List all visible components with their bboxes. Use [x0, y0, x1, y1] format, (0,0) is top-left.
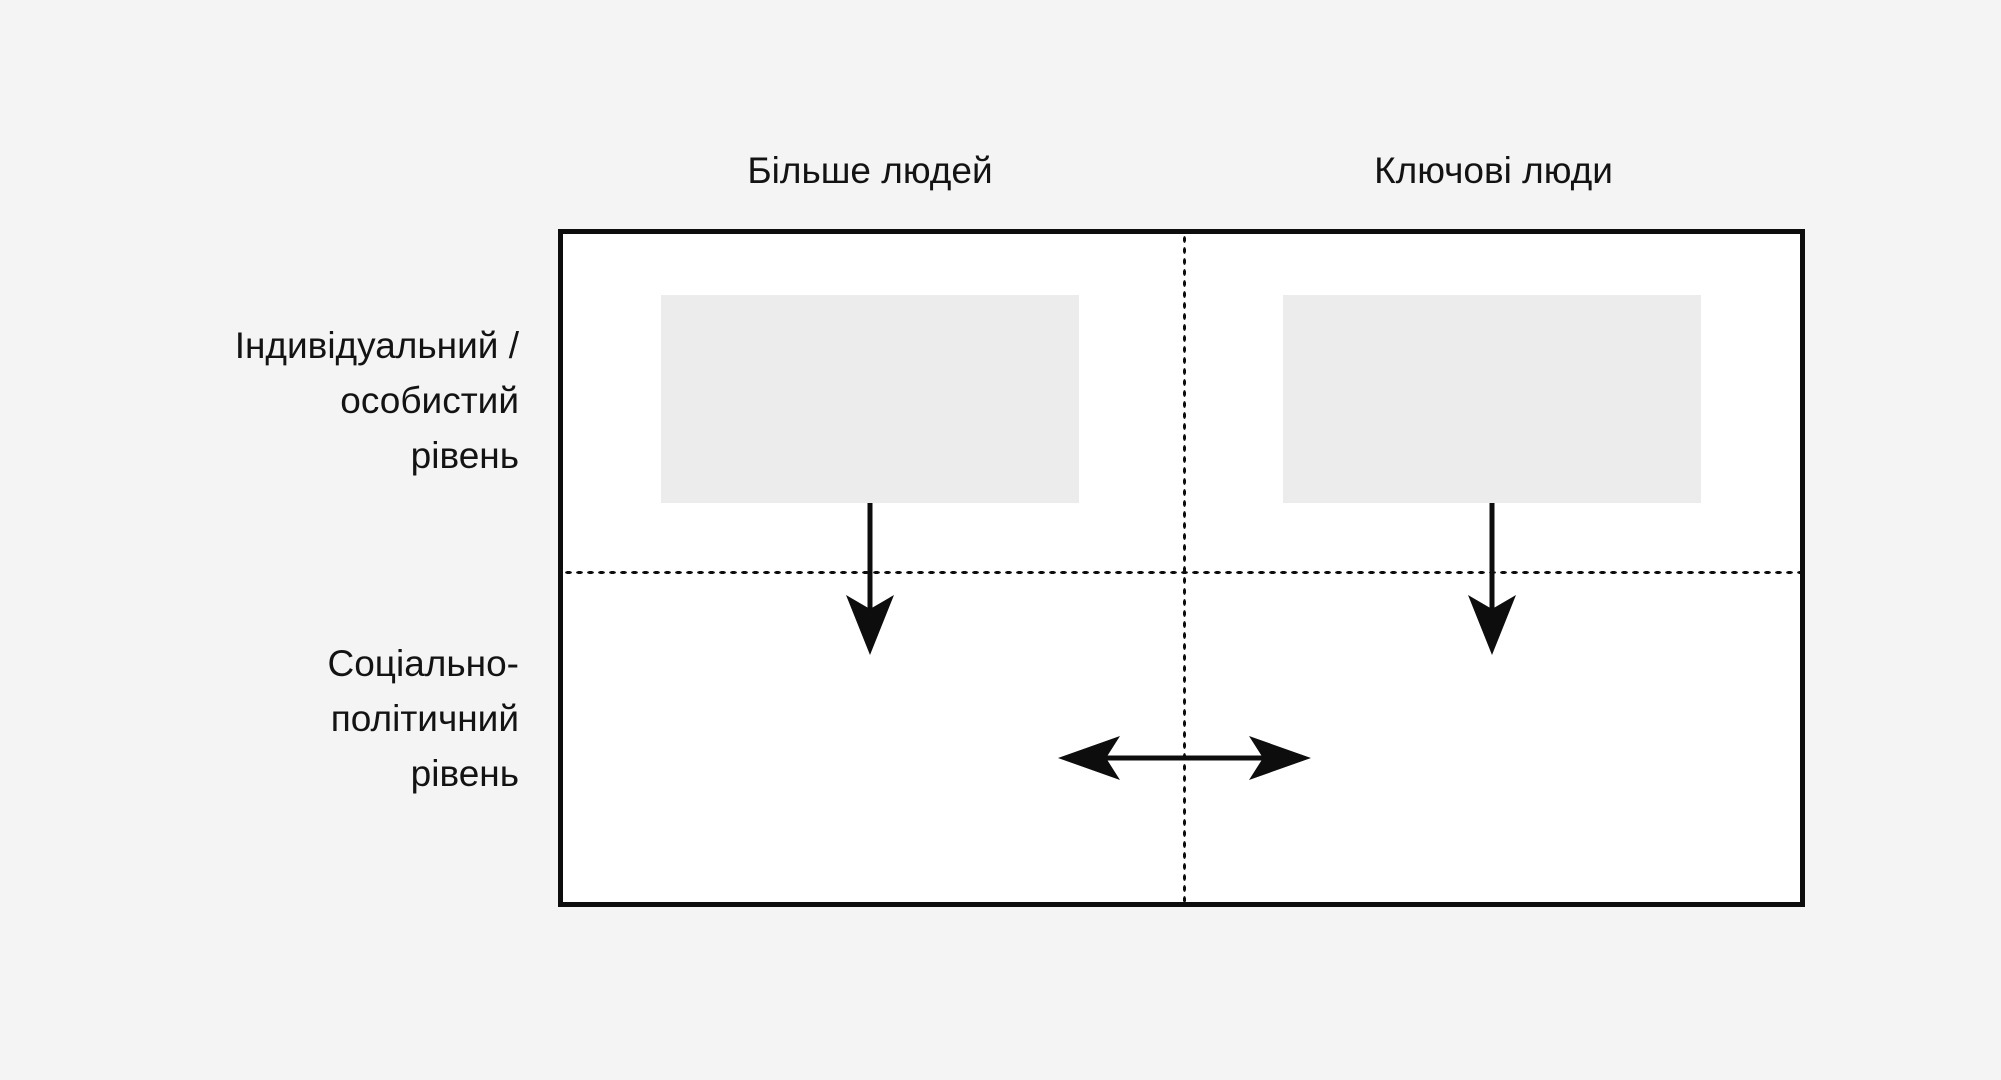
down-arrow-key-people — [1459, 503, 1525, 655]
matrix-inner — [563, 234, 1800, 902]
matrix-frame — [558, 229, 1805, 907]
down-arrow-icon — [1468, 503, 1516, 655]
column-header-more-people: Більше людей — [747, 150, 993, 191]
vertical-dotted-divider — [1182, 234, 1187, 902]
content-box-key-people-individual — [1283, 295, 1701, 503]
row-label-individual-personal-level: Індивідуальний / особистий рівень — [234, 325, 519, 476]
down-arrow-more-people — [837, 503, 903, 655]
bidirectional-arrow-social-political — [1058, 732, 1311, 784]
column-header-key-people: Ключові люди — [1374, 150, 1613, 191]
row-label-social-political-level: Соціально- політичний рівень — [327, 643, 520, 794]
horizontal-dotted-divider — [563, 570, 1800, 575]
down-arrow-icon — [846, 503, 894, 655]
content-box-more-people-individual — [661, 295, 1079, 503]
left-right-arrow-icon — [1058, 736, 1311, 780]
